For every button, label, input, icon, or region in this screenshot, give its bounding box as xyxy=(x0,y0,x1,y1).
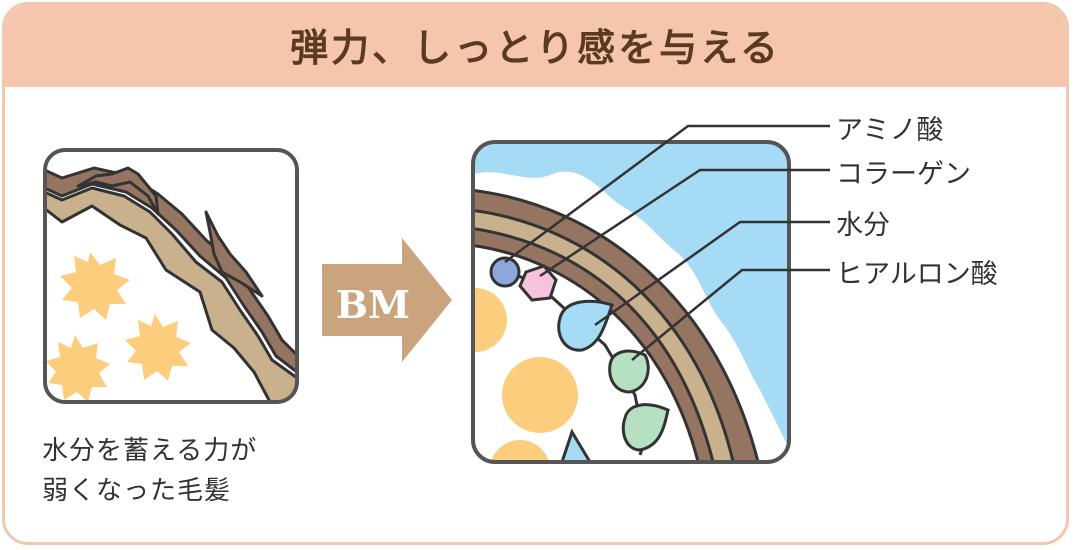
leader-line-amino xyxy=(504,124,830,264)
amino-acid-molecule xyxy=(489,256,521,288)
arrow-label: BM xyxy=(335,282,411,327)
leader-line-collagen xyxy=(539,168,830,278)
cuticle-fragment xyxy=(76,166,160,216)
water-wedge xyxy=(559,428,593,462)
header-bar: 弾力、しっとり感を与える xyxy=(5,5,1066,87)
label-water: 水分 xyxy=(836,210,890,241)
leader-line-water xyxy=(594,220,830,327)
left-panel-border xyxy=(43,148,299,404)
caption-line-1: 水分を蓄える力が xyxy=(42,436,258,466)
moisture-droplet xyxy=(502,357,578,433)
moisture-burst-shape xyxy=(60,252,130,320)
label-amino-acid: アミノ酸 xyxy=(836,115,944,146)
caption-line-2: 弱くなった毛髪 xyxy=(42,476,232,506)
page-title: 弾力、しっとり感を与える xyxy=(290,26,781,70)
moisture-burst-shape xyxy=(46,335,110,402)
leader-lines xyxy=(504,124,830,361)
damaged-hair-illustration xyxy=(43,148,299,404)
moisture-droplet xyxy=(490,440,550,462)
water-molecule xyxy=(557,299,614,352)
collagen-molecule xyxy=(518,264,558,302)
cuticle-fragment xyxy=(204,210,264,298)
hyaluronic-acid-molecule xyxy=(608,349,650,394)
water-layer xyxy=(473,142,789,460)
treated-hair-illustration xyxy=(471,140,791,464)
leader-line-hyaluronic xyxy=(631,268,830,361)
label-collagen: コラーゲン xyxy=(836,159,971,190)
moisture-burst-shape xyxy=(125,314,191,381)
hair-cortex-brown xyxy=(473,188,762,462)
right-panel-border xyxy=(471,140,791,464)
label-hyaluronic-acid: ヒアルロン酸 xyxy=(836,259,998,290)
transform-arrow xyxy=(322,238,452,362)
hair-cuticle-tan xyxy=(45,186,297,402)
hyaluronic-acid-molecule xyxy=(621,403,670,452)
